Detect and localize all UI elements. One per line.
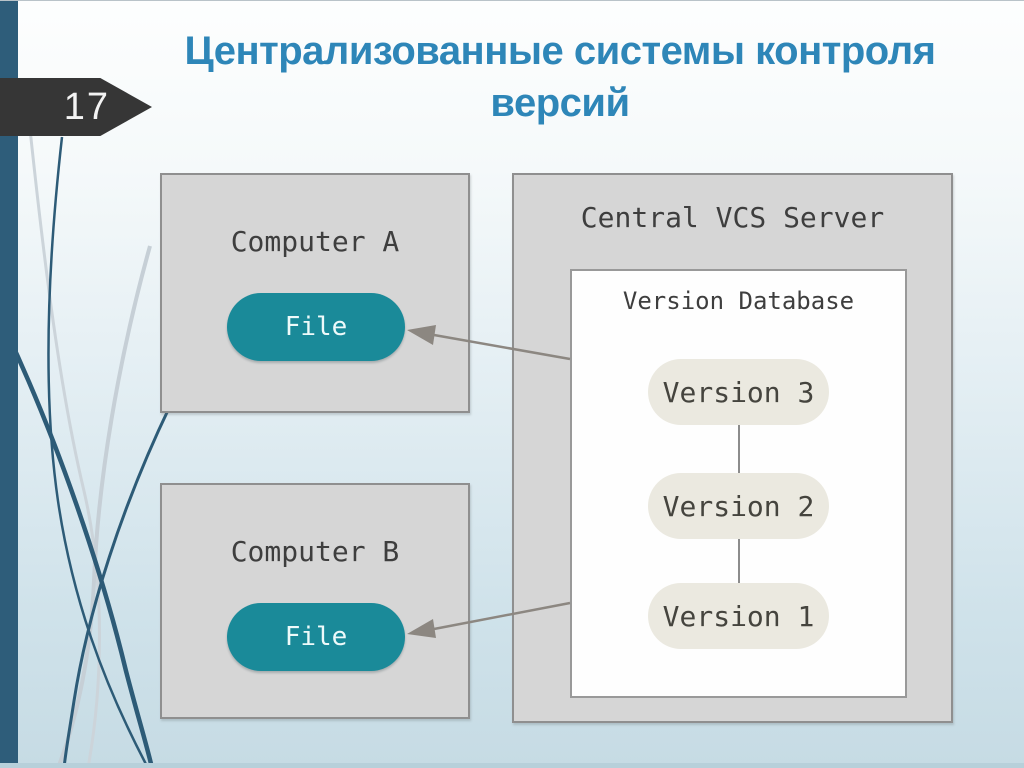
computer-b-box: Computer B File	[160, 483, 470, 719]
version-2-pill: Version 2	[648, 473, 829, 539]
left-accent-bar	[0, 1, 18, 768]
version-3-pill: Version 3	[648, 359, 829, 425]
dark-swoosh-curve	[47, 136, 150, 768]
dark-swoosh-curve	[3, 330, 155, 768]
computer-b-file-pill: File	[227, 603, 405, 671]
dark-swoosh-curve	[62, 405, 172, 768]
slide-number: 17	[63, 85, 110, 128]
slide-title-line2: версий	[490, 81, 630, 125]
computer-b-label: Computer B	[230, 535, 400, 568]
version-database-box: Version Database Version 3 Version 2 Ver…	[570, 269, 907, 698]
computer-a-label: Computer A	[230, 225, 400, 258]
computer-a-box: Computer A File	[160, 173, 470, 413]
light-swoosh-curve	[56, 245, 152, 768]
version-1-pill: Version 1	[648, 583, 829, 649]
version-connector-line	[738, 425, 740, 473]
central-vcs-server-box: Central VCS Server Version Database Vers…	[512, 173, 953, 723]
bottom-accent-strip	[0, 763, 1024, 768]
computer-a-file-pill: File	[227, 293, 405, 361]
slide-title-line1: Централизованные системы контроля	[184, 29, 936, 73]
light-swoosh-curve	[28, 128, 101, 768]
version-database-label: Version Database	[622, 287, 855, 315]
slide-title: Централизованные системы контроля версий	[130, 25, 990, 129]
central-vcs-server-label: Central VCS Server	[580, 201, 885, 234]
computer-b-file-label: File	[284, 622, 348, 652]
version-connector-line	[738, 539, 740, 583]
computer-a-file-label: File	[284, 312, 348, 342]
